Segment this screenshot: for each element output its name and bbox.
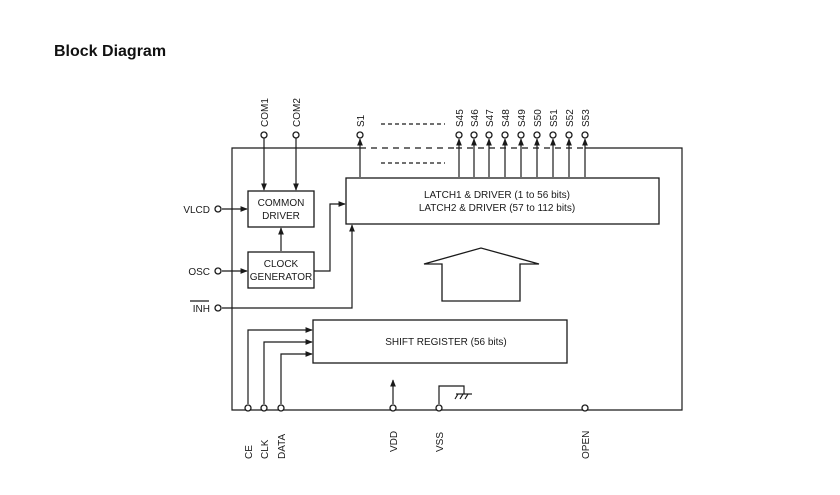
inh-line xyxy=(222,224,355,309)
common-driver-label-2: DRIVER xyxy=(262,211,300,222)
ground-symbol xyxy=(438,385,472,404)
pin-label-vss: VSS xyxy=(435,432,446,452)
page-title: Block Diagram xyxy=(54,43,167,60)
pin-label-s1: S1 xyxy=(356,114,367,127)
pin-label-clk: CLK xyxy=(260,439,271,459)
data-flow-up-arrow xyxy=(423,247,540,302)
pin-label-com1: COM1 xyxy=(260,98,271,127)
clock-generator-label-1: CLOCK xyxy=(264,259,299,270)
pin-label-data: DATA xyxy=(277,433,288,459)
common-driver-block: COMMON DRIVER xyxy=(247,190,315,228)
ce-line xyxy=(247,327,313,404)
pin-label-s52: S52 xyxy=(565,109,576,127)
segment-output-lines xyxy=(456,138,588,177)
clock-to-latch-line xyxy=(314,201,346,272)
clock-generator-block: CLOCK GENERATOR xyxy=(247,251,315,289)
pin-label-s50: S50 xyxy=(533,109,544,127)
pin-label-vlcd: VLCD xyxy=(183,205,210,216)
shift-register-label: SHIFT REGISTER (56 bits) xyxy=(385,337,507,348)
pin-label-s48: S48 xyxy=(501,109,512,127)
latch-driver-block: LATCH1 & DRIVER (1 to 56 bits) LATCH2 & … xyxy=(345,177,660,225)
common-driver-label-1: COMMON xyxy=(258,198,305,209)
pin-label-s45: S45 xyxy=(455,109,466,127)
chip-boundary xyxy=(231,147,683,411)
pin-label-ce: CE xyxy=(244,445,255,459)
clock-generator-label-2: GENERATOR xyxy=(250,272,312,283)
pin-label-s53: S53 xyxy=(581,109,592,127)
pin-label-s46: S46 xyxy=(470,109,481,127)
pin-label-open: OPEN xyxy=(581,431,592,459)
pin-terminals xyxy=(214,131,589,412)
pin-label-s51: S51 xyxy=(549,109,560,127)
pin-label-inh: INH xyxy=(193,304,210,315)
pin-label-s49: S49 xyxy=(517,109,528,127)
pin-label-osc: OSC xyxy=(188,267,210,278)
pin-label-s47: S47 xyxy=(485,109,496,127)
pin-label-com2: COM2 xyxy=(292,98,303,127)
latch2-driver-label: LATCH2 & DRIVER (57 to 112 bits) xyxy=(419,203,575,214)
data-line xyxy=(280,351,313,404)
bottom-pin-labels: CE CLK DATA VDD VSS OPEN xyxy=(244,431,592,459)
clk-line xyxy=(263,339,313,404)
pin-label-vdd: VDD xyxy=(389,431,400,452)
latch1-driver-label: LATCH1 & DRIVER (1 to 56 bits) xyxy=(424,190,570,201)
left-pin-labels: VLCD OSC INH xyxy=(183,205,210,315)
top-pin-labels: COM1 COM2 S1 S45 S46 S47 S48 S49 S50 S51… xyxy=(260,98,592,127)
shift-register-block: SHIFT REGISTER (56 bits) xyxy=(312,319,568,364)
